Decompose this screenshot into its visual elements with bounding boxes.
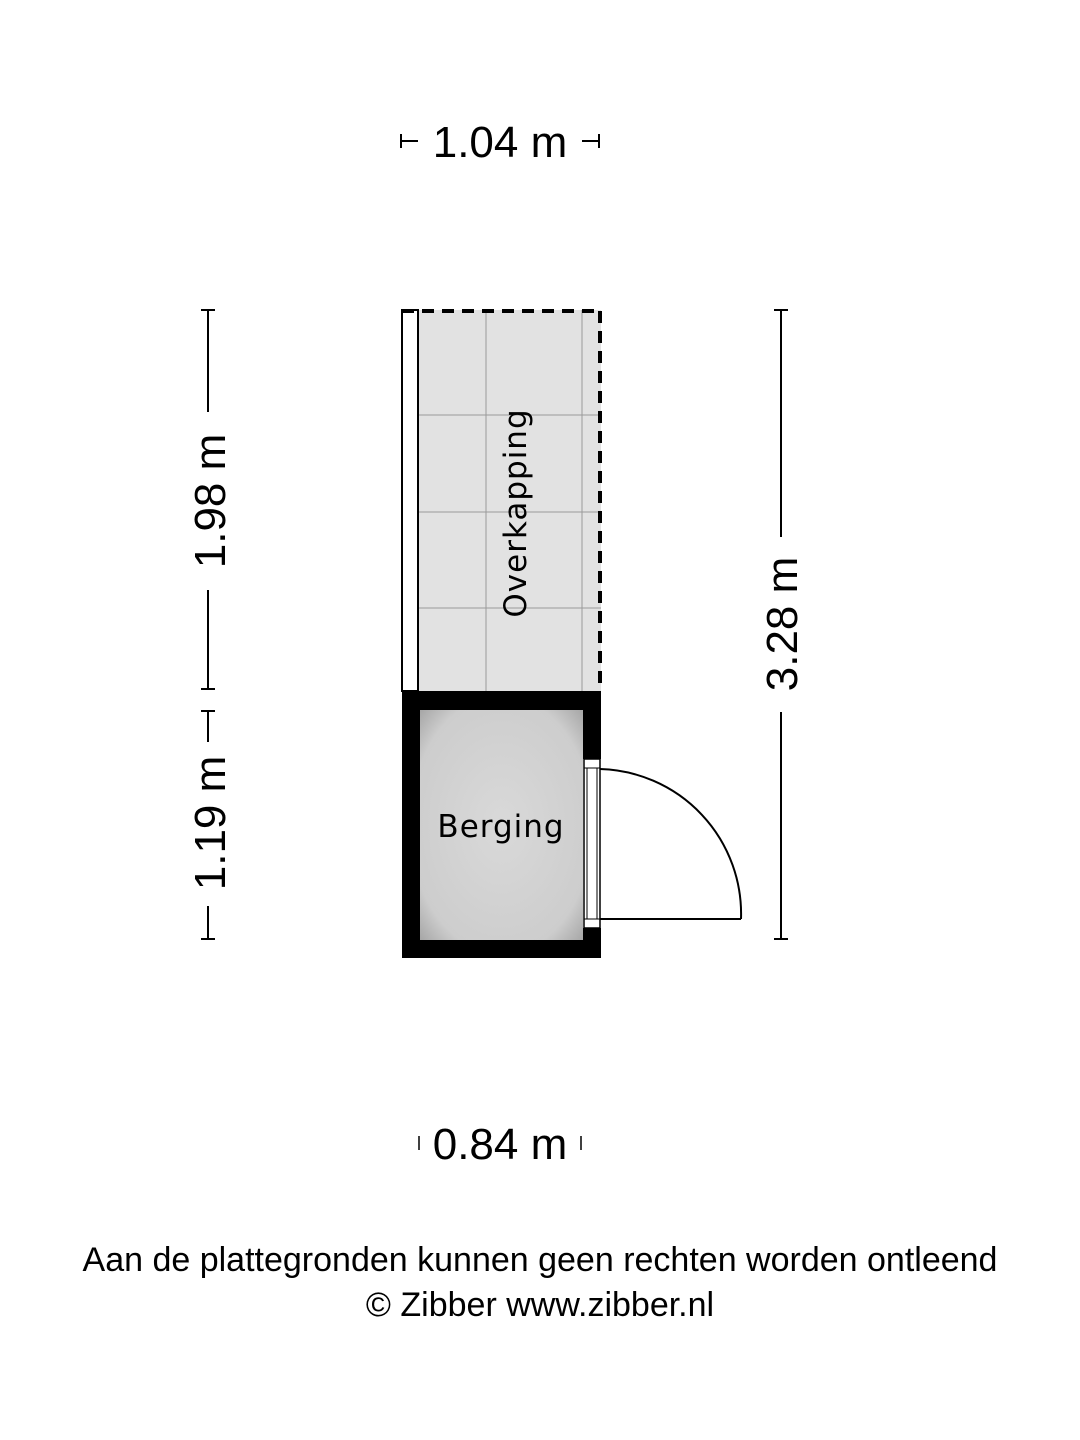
dimension-right-total-label: 3.28 m <box>758 557 807 692</box>
dimension-bottom-width-label: 0.84 m <box>433 1120 568 1169</box>
door <box>583 758 743 929</box>
room-overkapping: Overkapping <box>401 309 602 692</box>
dimension-left-lower-label: 1.19 m <box>186 756 235 891</box>
room-berging: Berging <box>402 691 743 958</box>
room-label-overkapping: Overkapping <box>498 408 534 617</box>
dimension-bottom-width: 0.84 m <box>418 1120 582 1169</box>
dimension-right-total: 3.28 m <box>758 309 807 940</box>
dimension-left-upper: 1.98 m <box>186 309 235 690</box>
dimension-top-width-label: 1.04 m <box>433 118 568 167</box>
dimension-left-upper-label: 1.98 m <box>186 434 235 569</box>
disclaimer-text: Aan de plattegronden kunnen geen rechten… <box>82 1241 998 1279</box>
room-label-berging: Berging <box>437 809 564 845</box>
dimension-top-width: 1.04 m <box>400 118 600 167</box>
dimension-left-lower: 1.19 m <box>186 710 235 940</box>
copyright-text: © Zibber www.zibber.nl <box>365 1286 715 1324</box>
